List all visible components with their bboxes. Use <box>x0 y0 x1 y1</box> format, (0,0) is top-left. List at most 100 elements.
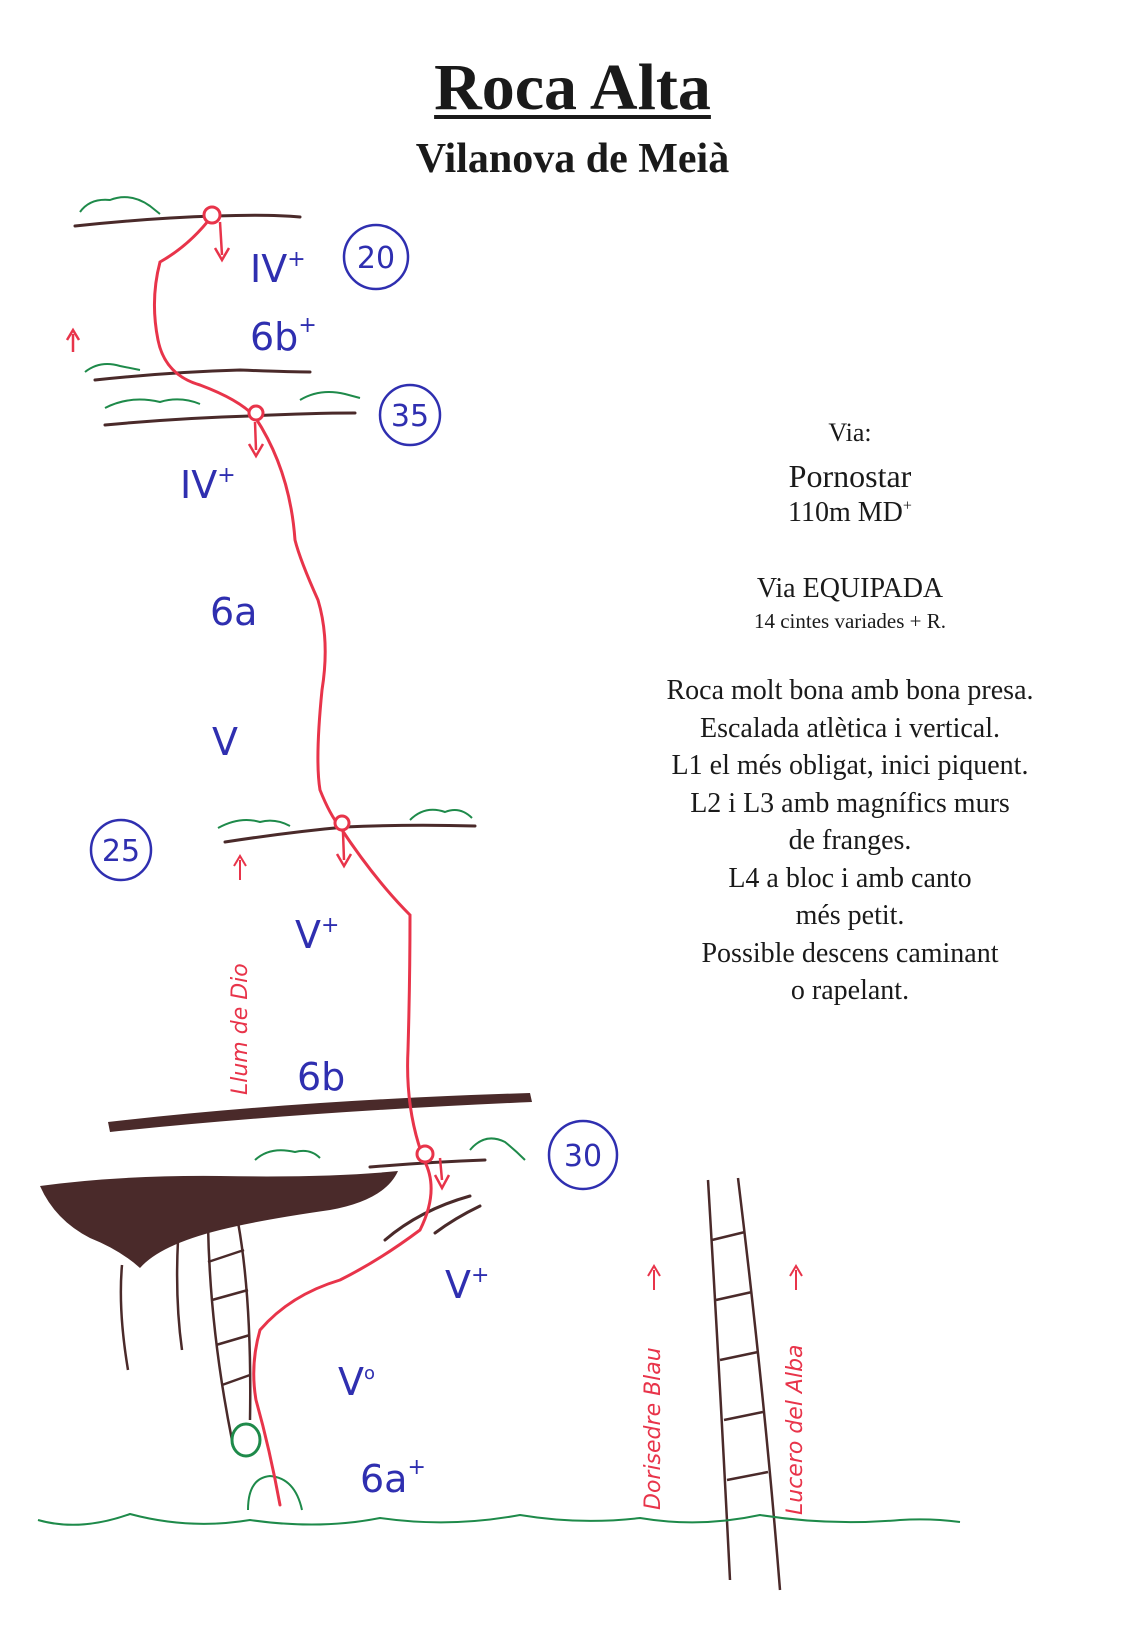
description-line: Escalada atlètica i vertical. <box>699 712 1001 744</box>
grade-text: IV <box>180 463 217 507</box>
overhang-drip <box>119 1264 130 1371</box>
route-info: Via: Pornostar 110m MD+ Via EQUIPADA 14 … <box>600 418 1100 1010</box>
page-title: Roca Alta <box>434 51 711 124</box>
route-label: Via: <box>828 418 872 447</box>
neighbour-arrow <box>789 1264 803 1290</box>
ledge-line <box>73 213 302 228</box>
description-line: L1 el més obligat, inici piquent. <box>671 750 1029 781</box>
rappel-arrow <box>433 1157 451 1191</box>
right-pillar-rung <box>723 1410 764 1422</box>
pitch-length-ring <box>547 1119 619 1191</box>
ledge-line <box>368 1158 487 1169</box>
grass-tuft <box>217 819 291 829</box>
grade-sup: + <box>407 1455 425 1480</box>
overhang-drip <box>175 1239 184 1351</box>
grass-tuft <box>254 1149 321 1161</box>
grade: 6b+ <box>250 313 317 359</box>
belay-stations <box>202 205 435 1164</box>
ledge-line <box>383 1194 472 1242</box>
route-name: Pornostar <box>788 458 912 494</box>
up-arrow-left <box>65 327 81 352</box>
page-subtitle: Vilanova de Meià <box>415 136 730 182</box>
neighbour-route-label: Dorisedre Blau <box>641 1347 666 1510</box>
neighbour-route-label: Llum de Dio <box>228 963 253 1095</box>
grade: 6a+ <box>360 1455 426 1501</box>
belay-station <box>247 404 265 422</box>
ledge-line <box>103 411 357 427</box>
grade-text: IV <box>250 247 287 291</box>
pillar-rung <box>221 1373 251 1387</box>
pitch-length-ring <box>89 818 153 882</box>
grade: V <box>212 720 238 764</box>
route-description: Roca molt bona amb bona presa. Escalada … <box>600 672 1100 1010</box>
grass-tufts <box>37 196 961 1526</box>
right-pillar-rung <box>726 1470 769 1482</box>
right-pillar-right <box>736 1177 782 1591</box>
right-pillar-rung <box>715 1290 753 1302</box>
right-pillar-rung <box>711 1230 746 1242</box>
neighbour-arrows <box>233 854 803 1290</box>
grade: IV+ <box>250 247 306 291</box>
grass-tuft <box>247 1474 303 1511</box>
grade-sup: + <box>321 913 339 938</box>
overhang <box>40 1171 398 1268</box>
neighbour-arrow <box>647 1264 661 1290</box>
description-line: Roca molt bona amb bona presa. <box>666 675 1034 706</box>
pitch-length-ring <box>378 383 442 447</box>
pitch-length: 25 <box>102 834 140 869</box>
belay-station <box>415 1144 435 1164</box>
grade-sup: o <box>364 1363 375 1384</box>
pitch-length: 35 <box>391 399 429 434</box>
ground-line <box>37 1512 961 1526</box>
pitch-length: 30 <box>564 1139 602 1174</box>
start-boulder <box>230 1422 262 1458</box>
description-line: més petit. <box>795 900 905 931</box>
grade-sup: + <box>217 463 235 488</box>
pillar-rung <box>207 1248 245 1264</box>
neighbour-routes: Llum de Dio Dorisedre Blau Lucero del Al… <box>228 963 808 1515</box>
grass-tuft <box>299 391 361 401</box>
description-line: o rapelant. <box>790 975 910 1006</box>
route-length: 110m MD+ <box>600 497 1100 529</box>
pillar-right <box>236 1221 252 1421</box>
description-line: Possible descens caminant <box>701 937 999 969</box>
grade-sup: + <box>287 247 305 272</box>
grades: IV+ 6b+ IV+ 6a V V+ 6b V+ Vo 6a+ <box>180 247 489 1501</box>
belay-station <box>333 814 351 832</box>
route-equipment: Via EQUIPADA <box>756 573 944 604</box>
right-pillar <box>706 1177 782 1591</box>
grade-text: V <box>338 1360 364 1404</box>
grade: V+ <box>295 913 339 957</box>
pitch-length-markers <box>89 223 619 1191</box>
grade-sup: + <box>471 1263 489 1288</box>
neighbour-arrow <box>233 854 247 880</box>
rappel-arrow <box>247 421 265 459</box>
pillar-rung <box>211 1288 249 1302</box>
description-line: L4 a bloc i amb canto <box>728 862 972 894</box>
grade: V+ <box>445 1263 489 1307</box>
pillar-left <box>206 1224 234 1441</box>
pitch-length: 20 <box>357 241 395 276</box>
right-pillar-rung <box>719 1350 759 1362</box>
pitch-lengths: 20 35 25 30 <box>102 241 602 1174</box>
neighbour-route-label: Lucero del Alba <box>783 1344 808 1515</box>
grade-text: 6a <box>360 1457 407 1501</box>
rappel-arrow <box>335 831 353 869</box>
grade-text: V <box>295 913 321 957</box>
pillar-rung <box>215 1333 251 1347</box>
rappel-arrow <box>213 221 231 263</box>
route-line <box>152 214 433 1507</box>
grass-tuft <box>84 363 141 373</box>
route-length-text: 110m MD <box>788 497 903 528</box>
route-quickdraws: 14 cintes variades + R. <box>753 609 947 633</box>
grass-tuft <box>469 1137 526 1161</box>
grade: 6a <box>210 590 257 634</box>
pitch-length-ring <box>342 223 410 291</box>
grade-text: 6b <box>250 315 298 359</box>
grass-tuft <box>409 808 473 821</box>
ledge-line <box>433 1204 482 1235</box>
grade-sup: + <box>298 313 316 338</box>
right-pillar-left <box>706 1179 732 1581</box>
grass-tuft <box>79 196 161 215</box>
